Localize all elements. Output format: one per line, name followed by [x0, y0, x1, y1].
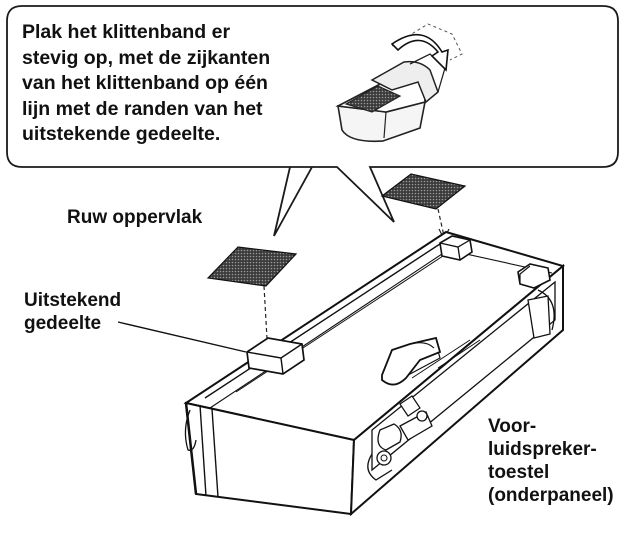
- callout-line: lijn met de randen van het: [22, 97, 263, 120]
- end-pad: [517, 263, 551, 289]
- speaker-label-line: toestel: [488, 462, 550, 483]
- speaker-unit: [183, 230, 566, 517]
- velcro-square-right: [380, 173, 467, 210]
- guide-line-right: [437, 208, 445, 237]
- callout-line: van het klittenband op één: [22, 72, 268, 94]
- speaker-label-line: (onderpaneel): [488, 485, 614, 506]
- rough-surface-label: Ruw oppervlak: [67, 207, 203, 228]
- foot-tab: [381, 336, 442, 386]
- protrusion-pad-right: [439, 235, 473, 261]
- protrusion-label: Uitstekend gedeelte: [24, 289, 121, 335]
- curved-arrow-icon: [390, 33, 449, 72]
- callout-line: uitstekende gedeelte.: [22, 123, 221, 145]
- callout-line: stevig op, met de zijkanten: [22, 46, 271, 69]
- callout-bubble: [6, 5, 619, 237]
- callout-instruction: Plak het klittenband er stevig op, met d…: [22, 20, 270, 148]
- velcro-square-left: [206, 246, 298, 287]
- protrusion-label-line: Uitstekend: [24, 290, 122, 311]
- speaker-label: Voor- luidspreker- toestel (onderpaneel): [488, 415, 614, 507]
- speaker-label-line: luidspreker-: [488, 439, 597, 460]
- speaker-label-line: Voor-: [488, 416, 537, 437]
- callout-line: Plak het klittenband er: [22, 21, 231, 43]
- protrusion-leader: [117, 321, 247, 353]
- protrusion-label-line: gedeelte: [24, 313, 102, 334]
- protrusion-pad-left: [246, 337, 305, 375]
